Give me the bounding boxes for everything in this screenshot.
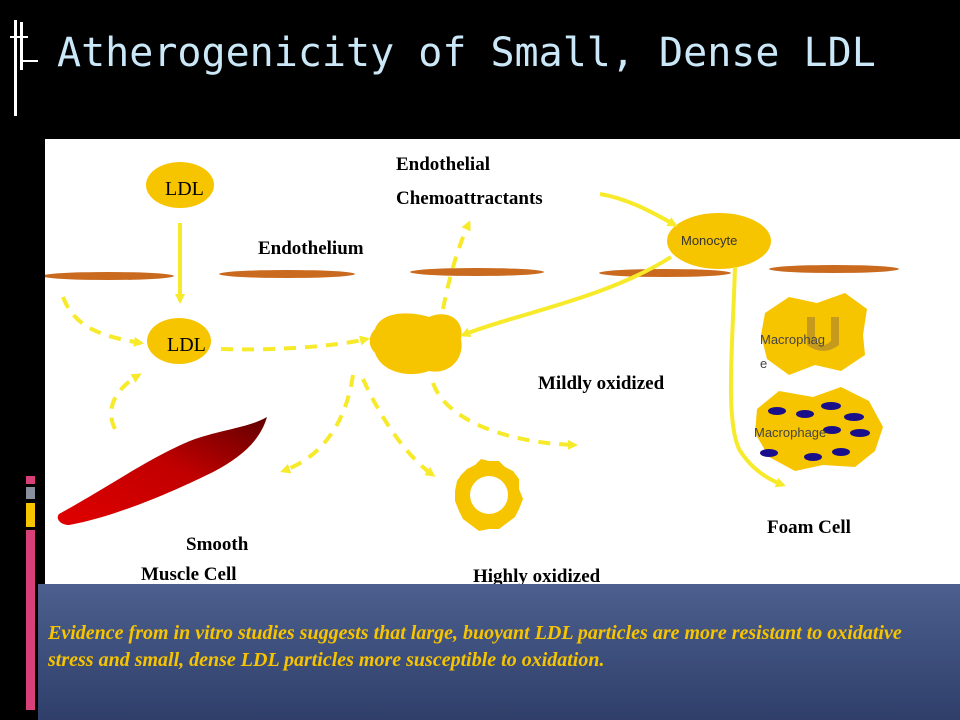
mildly-oxidized-ldl <box>369 313 462 375</box>
macrophage-cell-2 <box>755 387 883 471</box>
ldl-middle-label: LDL <box>167 334 206 356</box>
lipid-droplets <box>760 402 870 461</box>
endothelial-cell-4 <box>599 269 731 277</box>
chemoattractants-label-line1: Endothelial <box>396 154 490 175</box>
title-rule-4 <box>20 60 38 62</box>
decor-bar-gray <box>26 487 35 499</box>
decor-bar-yellow <box>26 503 35 527</box>
ldl-particle-middle <box>147 318 211 364</box>
title-rule-2 <box>10 36 28 38</box>
highly-oxidized-label: Highly oxidized <box>473 566 601 584</box>
dashed-arrow-smc-to-ldl <box>109 373 142 430</box>
monocyte-cell <box>667 213 771 269</box>
monocyte-label: Monocyte <box>681 233 737 248</box>
endothelial-cell-3 <box>410 268 544 276</box>
ldl-top-label: LDL <box>165 178 204 200</box>
title-rule-3 <box>14 20 17 116</box>
endothelial-cell-1 <box>45 272 174 280</box>
dashed-arrow-to-highly-oxidized <box>361 378 436 477</box>
macrophage-nucleus-icon <box>807 317 839 351</box>
macrophage-1-label-line2: e <box>760 356 767 371</box>
smooth-muscle-label-line2: Muscle Cell <box>141 564 237 584</box>
endothelial-cell-5 <box>769 265 899 273</box>
ldl-oxidation-diagram: LDL LDL Monocyte Macrophag e Macrophage <box>45 139 960 584</box>
dashed-arrow-ldl-to-oxidized <box>220 335 370 352</box>
caption-panel <box>38 584 960 720</box>
arrow-monocyte-to-foam-cell <box>728 266 786 488</box>
macrophage-1-label-line1: Macrophag <box>760 332 825 347</box>
decor-bar-pink-1 <box>26 476 35 484</box>
endothelium-label: Endothelium <box>258 238 364 259</box>
chemoattractants-label-line2: Chemoattractants <box>396 188 543 209</box>
dashed-arrow-oxidized-to-chemoattractant <box>441 220 471 310</box>
dashed-arrow-entry <box>61 296 144 347</box>
arrow-chemoattractant-to-monocyte <box>599 192 678 227</box>
smooth-muscle-cell <box>57 417 267 525</box>
decor-bar-pink-2 <box>26 530 35 710</box>
highly-oxidized-ldl-center <box>470 476 508 514</box>
mildly-oxidized-label: Mildly oxidized <box>538 373 665 394</box>
ldl-particle-top <box>146 162 214 208</box>
foam-cell-label: Foam Cell <box>767 517 851 538</box>
title-rule-1 <box>20 22 23 70</box>
endothelial-cell-2 <box>219 270 355 278</box>
macrophage-2-label: Macrophage <box>754 425 826 440</box>
dashed-arrow-to-right <box>431 382 578 450</box>
slide-title: Atherogenicity of Small, Dense LDL <box>57 30 876 76</box>
smooth-muscle-label-line1: Smooth <box>186 534 249 555</box>
caption-text: Evidence from in vitro studies suggests … <box>48 622 902 671</box>
dashed-arrow-oxidized-to-smc <box>280 374 355 474</box>
arrow-monocyte-to-oxidized-ldl <box>460 255 673 338</box>
